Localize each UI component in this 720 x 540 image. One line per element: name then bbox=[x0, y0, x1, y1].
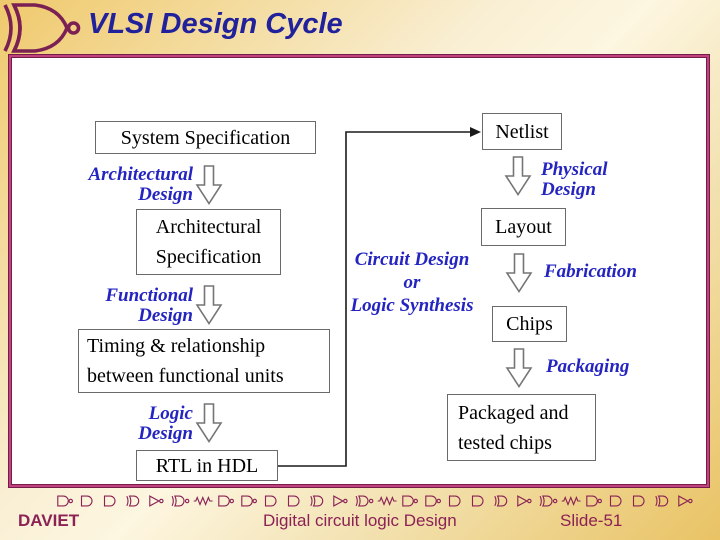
box-system-specification: System Specification bbox=[95, 121, 316, 154]
label-line: Functional bbox=[105, 285, 193, 306]
box-layout: Layout bbox=[481, 208, 566, 246]
label-line: Design bbox=[138, 423, 193, 444]
box-text: Packaged and bbox=[458, 401, 569, 424]
and-bubble-gate-icon bbox=[586, 495, 602, 507]
box-text: Timing & relationship bbox=[87, 335, 266, 357]
slide-title: VLSI Design Cycle bbox=[88, 8, 343, 40]
not-gate-icon bbox=[678, 495, 693, 507]
label-fabrication: Fabrication bbox=[544, 262, 637, 282]
resistor-gate-icon bbox=[561, 496, 582, 506]
footer-course-title: Digital circuit logic Design bbox=[263, 511, 457, 530]
label-line: or bbox=[403, 272, 421, 293]
label-line: Design bbox=[138, 184, 193, 205]
not-gate-icon bbox=[149, 495, 164, 507]
and-gate-icon bbox=[287, 495, 300, 507]
down-arrow-icon bbox=[195, 403, 223, 443]
not-gate-icon bbox=[517, 495, 532, 507]
xnor-gate-icon bbox=[3, 3, 81, 53]
label-packaging: Packaging bbox=[546, 357, 629, 377]
and-gate-icon bbox=[264, 495, 277, 507]
and-gate-icon bbox=[80, 495, 93, 507]
label-circuit-design-or-logic-synthesis: Circuit Design or Logic Synthesis bbox=[347, 248, 477, 317]
down-arrow-icon bbox=[195, 165, 223, 205]
box-packaged-tested-chips: Packaged and tested chips bbox=[447, 394, 596, 461]
xor-bubble-gate-icon bbox=[539, 495, 558, 507]
xor-bubble-gate-icon bbox=[355, 495, 374, 507]
label-line: Design bbox=[138, 305, 193, 326]
down-arrow-icon bbox=[195, 285, 223, 325]
resistor-gate-icon bbox=[377, 496, 398, 506]
label-line: Design bbox=[541, 179, 596, 200]
label-line: Architectural bbox=[88, 164, 193, 185]
box-text: Chips bbox=[506, 313, 553, 335]
xor-gate-icon bbox=[310, 495, 324, 507]
xor-bubble-gate-icon bbox=[171, 495, 190, 507]
and-gate-icon bbox=[609, 495, 622, 507]
footer-institution: DAVIET bbox=[18, 511, 80, 530]
box-rtl-in-hdl: RTL in HDL bbox=[136, 450, 278, 481]
xor-gate-icon bbox=[126, 495, 140, 507]
box-text: tested chips bbox=[458, 431, 552, 454]
label-functional-design: Functional Design bbox=[57, 286, 193, 326]
and-bubble-gate-icon bbox=[402, 495, 418, 507]
box-netlist: Netlist bbox=[482, 113, 562, 150]
label-physical-design: Physical Design bbox=[541, 160, 608, 200]
box-text: RTL in HDL bbox=[155, 454, 259, 477]
box-timing-relationship: Timing & relationship between functional… bbox=[78, 329, 330, 393]
label-line: Fabrication bbox=[544, 261, 637, 282]
label-line: Physical bbox=[541, 159, 608, 180]
down-arrow-icon bbox=[504, 156, 532, 196]
box-text: Layout bbox=[495, 216, 552, 238]
box-text: System Specification bbox=[120, 126, 291, 149]
box-text: Netlist bbox=[495, 120, 549, 143]
and-gate-icon bbox=[471, 495, 484, 507]
and-bubble-gate-icon bbox=[218, 495, 234, 507]
box-text: Specification bbox=[155, 246, 262, 268]
box-chips: Chips bbox=[492, 306, 567, 342]
box-text: Architectural bbox=[155, 216, 262, 238]
and-bubble-gate-icon bbox=[241, 495, 257, 507]
and-gate-icon bbox=[103, 495, 116, 507]
and-gate-icon bbox=[632, 495, 645, 507]
and-bubble-gate-icon bbox=[425, 495, 441, 507]
label-line: Circuit Design bbox=[354, 249, 470, 270]
label-line: Logic Synthesis bbox=[350, 295, 474, 316]
footer-slide-number: Slide-51 bbox=[560, 511, 623, 530]
box-text: between functional units bbox=[87, 365, 284, 387]
label-logic-design: Logic Design bbox=[57, 404, 193, 444]
down-arrow-icon bbox=[505, 348, 533, 388]
xor-gate-icon bbox=[655, 495, 669, 507]
xor-gate-icon bbox=[494, 495, 508, 507]
gate-row bbox=[55, 491, 705, 511]
label-line: Logic bbox=[148, 403, 193, 424]
label-line: Packaging bbox=[546, 356, 630, 377]
and-bubble-gate-icon bbox=[57, 495, 73, 507]
label-architectural-design: Architectural Design bbox=[57, 165, 193, 205]
resistor-gate-icon bbox=[193, 496, 214, 506]
down-arrow-icon bbox=[505, 253, 533, 293]
and-gate-icon bbox=[448, 495, 461, 507]
box-architectural-specification: Architectural Specification bbox=[136, 209, 281, 275]
not-gate-icon bbox=[333, 495, 348, 507]
